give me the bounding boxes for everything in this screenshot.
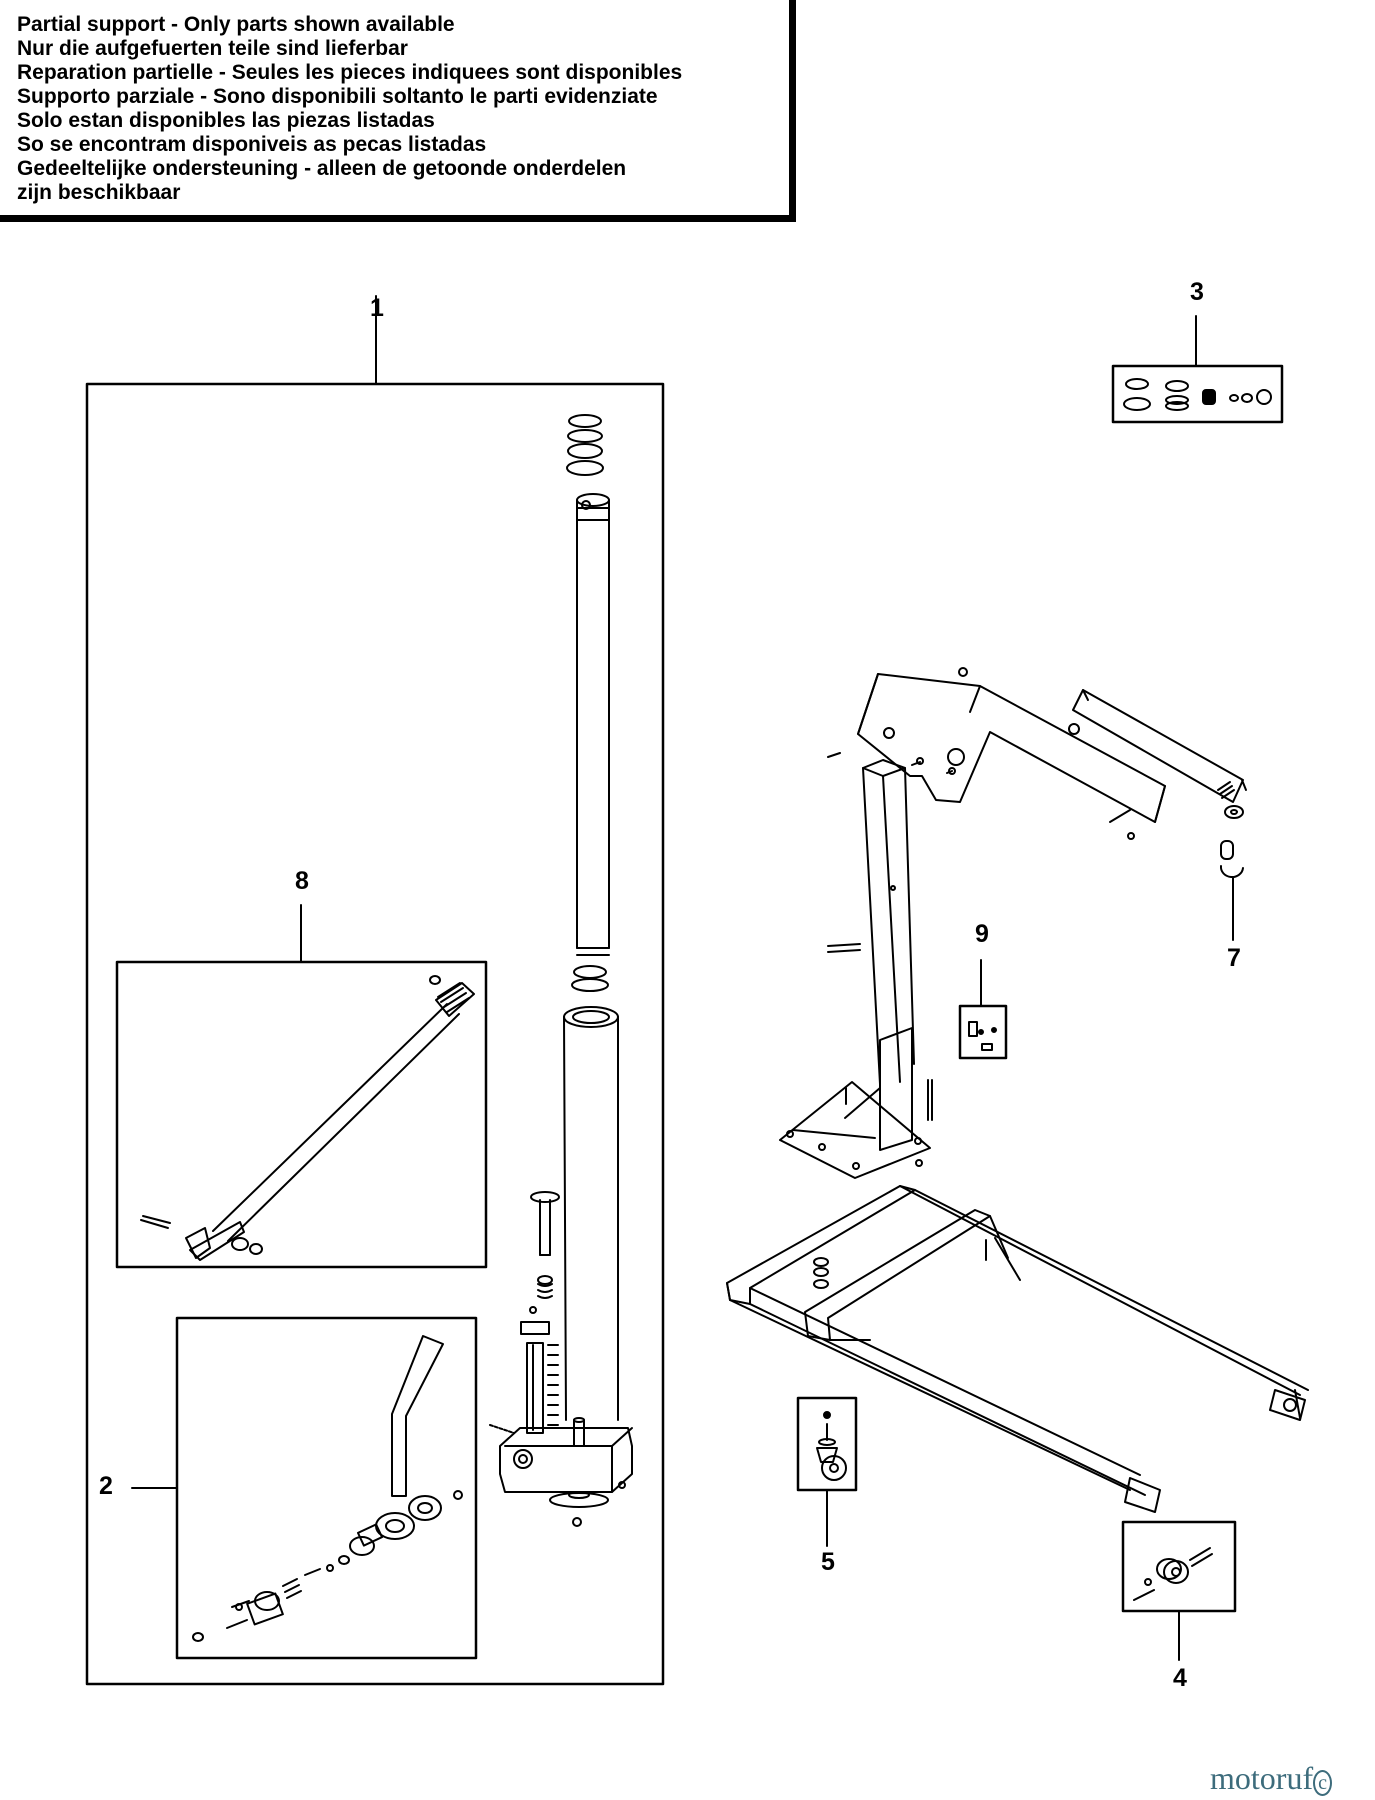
parts-availability-notice: Partial support - Only parts shown avail…: [0, 0, 792, 218]
handle-lever: [140, 975, 475, 1261]
crane-mast: [827, 759, 915, 1085]
release-valve: [529, 1191, 560, 1314]
callout-7: 7: [1227, 944, 1241, 972]
watermark-tail: c: [1313, 1770, 1332, 1796]
cylinder-base-block: [499, 1427, 633, 1527]
part-8-frame: [115, 960, 488, 1269]
callout-3: 3: [1190, 278, 1204, 306]
callout-2: 2: [99, 1472, 113, 1500]
callout-9: 9: [975, 920, 989, 948]
notice-line-nl: Gedeeltelijke ondersteuning - alleen de …: [17, 157, 627, 180]
part-9-frame: [958, 1004, 1008, 1060]
notice-line-fr: Reparation partielle - Seules les pieces…: [17, 61, 683, 84]
part-4-wheel-group: [1121, 1520, 1237, 1661]
base-leg-front-end: [1269, 1389, 1306, 1421]
part-1-hydraulic-ram-group: [85, 295, 665, 1686]
notice-line-nl-2: zijn beschikbaar: [17, 181, 181, 204]
part-2-frame: [175, 1316, 478, 1660]
cylinder-body: [563, 1006, 619, 1421]
ram-top-seals: [566, 414, 604, 476]
notice-line-it: Supporto parziale - Sono disponibili sol…: [17, 85, 658, 108]
part-3-frame: [1111, 364, 1284, 424]
part-9-fittings-group: [958, 959, 1008, 1060]
crane-boom-assembly: [779, 667, 1247, 1179]
base-leg-rear-end: [1124, 1477, 1161, 1513]
hook-sheave: [1224, 805, 1244, 819]
mast-base-plate: [779, 1027, 933, 1179]
part-8-handle-group: [115, 904, 488, 1269]
lifting-hook: [1219, 865, 1244, 879]
pump-shaft-parts: [192, 1523, 384, 1642]
piston-rod: [576, 493, 610, 956]
crane-base-frame: [726, 1185, 1309, 1513]
watermark-text: motoruf: [1210, 1760, 1314, 1796]
notice-line-pt: So se encontram disponiveis as pecas lis…: [17, 133, 487, 156]
boom-extension: [1072, 689, 1244, 803]
callout-5: 5: [821, 1548, 835, 1576]
boom-arm: [857, 673, 1166, 823]
notice-line-en: Partial support - Only parts shown avail…: [17, 13, 455, 36]
rod-seals: [571, 965, 609, 992]
pump-plunger: [489, 1321, 585, 1447]
part-3-seal-kit-group: [1111, 315, 1284, 424]
part-2-pump-crank-group: [131, 1316, 478, 1660]
callout-4: 4: [1173, 1664, 1187, 1692]
callout-1: 1: [370, 294, 384, 322]
callout-8: 8: [295, 867, 309, 895]
part-1-frame: [85, 382, 665, 1686]
part-5-caster-group: [796, 1396, 858, 1547]
notice-line-de: Nur die aufgefuerten teile sind lieferba…: [17, 37, 408, 60]
crank-arm: [375, 1335, 463, 1540]
notice-line-es: Solo estan disponibles las piezas listad…: [17, 109, 435, 132]
